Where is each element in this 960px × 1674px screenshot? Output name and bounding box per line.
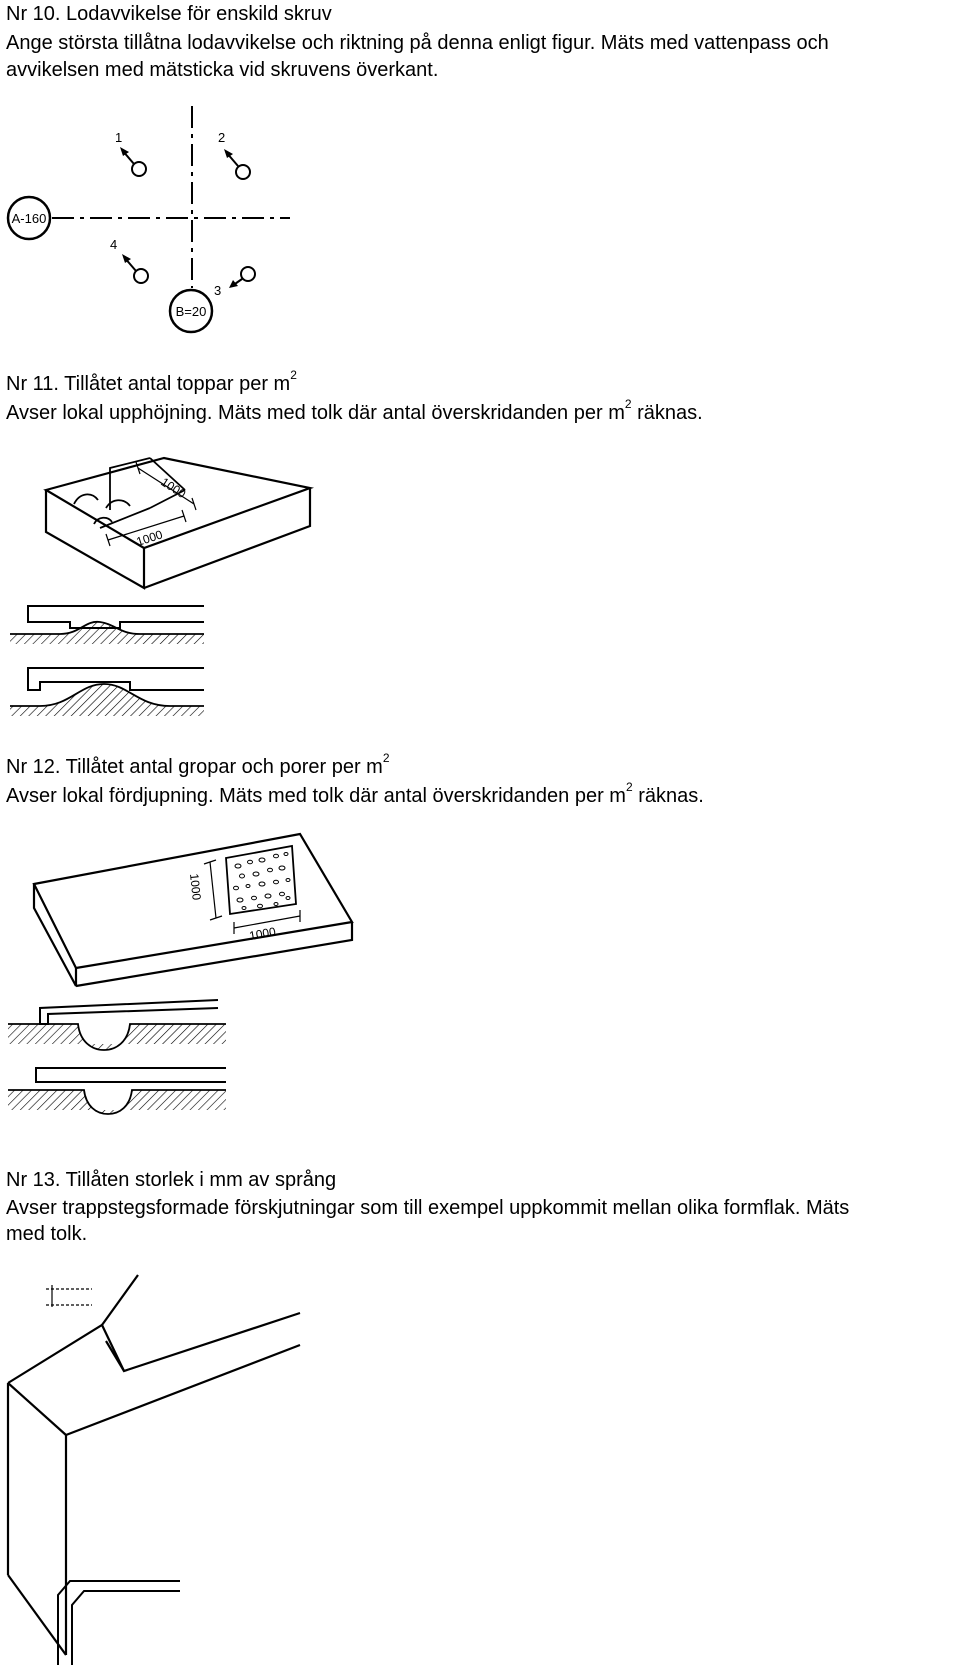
body-nr12: Avser lokal fördjupning. Mäts med tolk d… (6, 780, 704, 807)
heading-nr12: Nr 12. Tillåtet antal gropar och porer p… (6, 751, 390, 778)
pore-dots (233, 852, 291, 910)
heading-nr11: Nr 11. Tillåtet antal toppar per m2 (6, 368, 297, 395)
marker-3: 3 (214, 283, 221, 298)
dim-front-1000-pits: 1000 (248, 924, 277, 942)
figure-peaks-profiles (10, 605, 204, 716)
heading-nr13: Nr 13. Tillåten storlek i mm av språng (6, 1169, 337, 1191)
figure-step-offset (6, 1274, 301, 1665)
body-nr11: Avser lokal upphöjning. Mäts med tolk dä… (6, 397, 703, 424)
marker-1: 1 (115, 130, 122, 145)
body-nr10-line1: Ange största tillåtna lodavvikelse och r… (6, 32, 829, 54)
body-nr10-line2: avvikelsen med mätsticka vid skruvens öv… (6, 59, 439, 81)
figure-pits-slab: 1000 1000 (32, 832, 354, 988)
marker-2: 2 (218, 130, 225, 145)
figure-screw-deviation: A-160 B=20 1 2 3 4 (6, 106, 290, 334)
marker-4: 4 (110, 237, 117, 252)
figure-peaks-slab: 1000 1000 (43, 456, 315, 590)
label-b20: B=20 (176, 304, 207, 319)
figure-pits-profiles (8, 999, 226, 1115)
label-a160: A-160 (12, 211, 47, 226)
body-nr13-line2: med tolk. (6, 1223, 88, 1245)
body-nr13-line1: Avser trappstegsformade förskjutningar s… (6, 1197, 850, 1219)
heading-nr10: Nr 10. Lodavvikelse för enskild skruv (6, 3, 332, 25)
dim-side-1000: 1000 (187, 873, 204, 901)
